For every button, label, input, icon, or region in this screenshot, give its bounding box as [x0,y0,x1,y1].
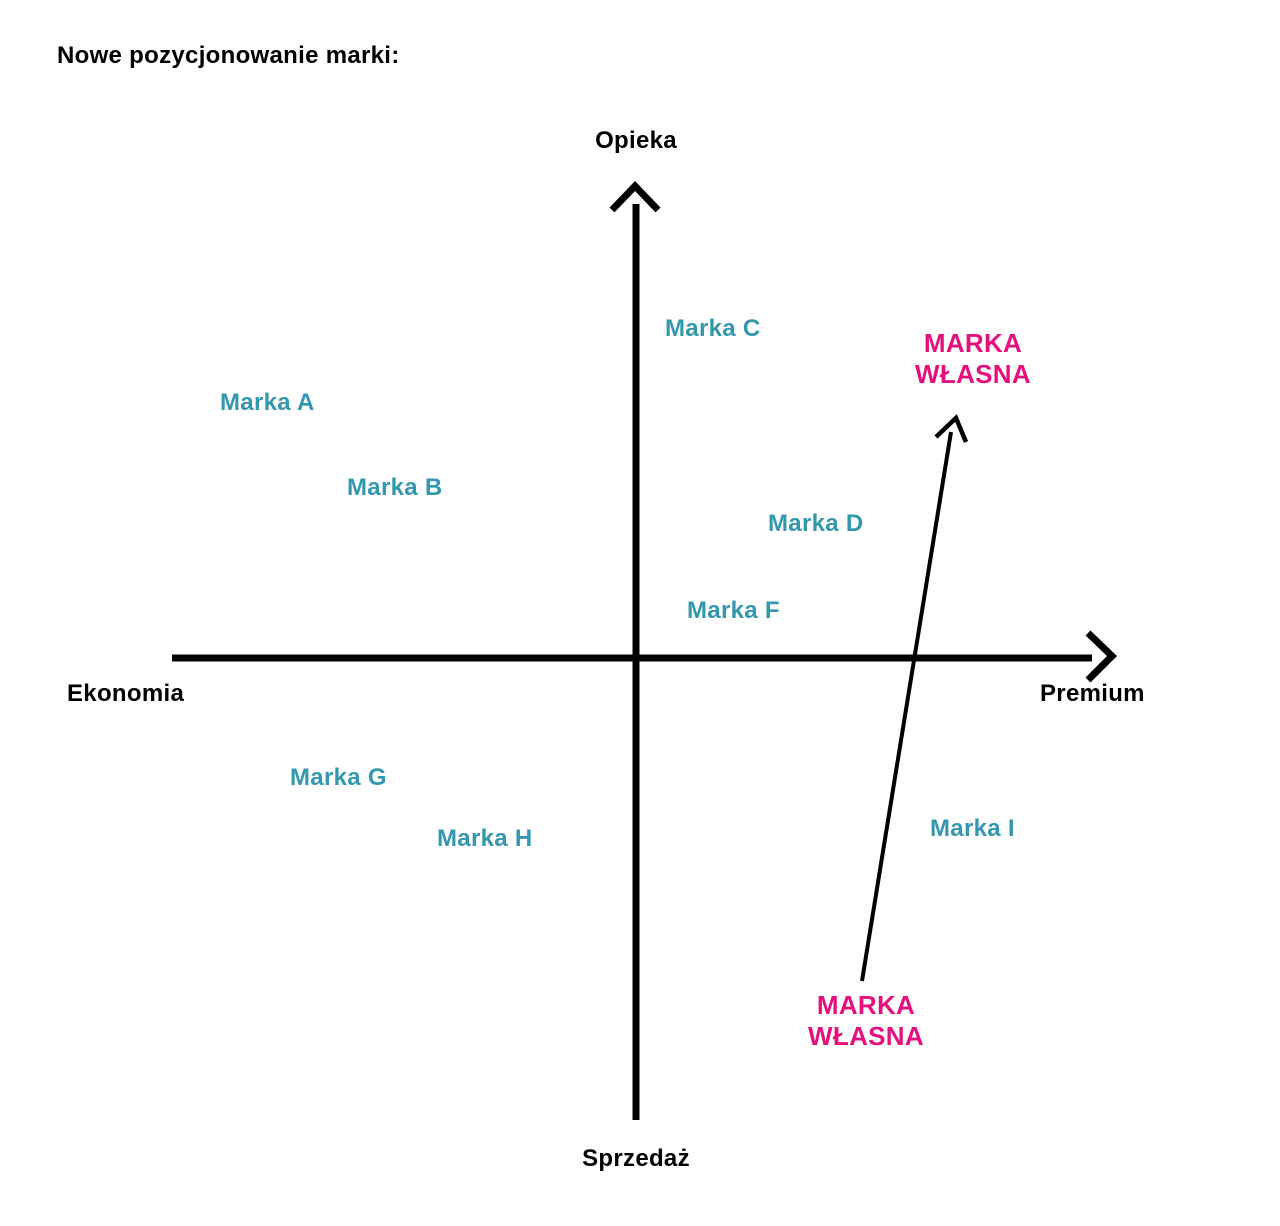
brand-label-marka-i: Marka I [930,815,1015,842]
brand-label-marka-g: Marka G [290,764,387,791]
repositioning-arrowhead-icon [934,414,969,443]
brand-label-marka-f: Marka F [687,597,780,624]
brand-label-marka-a: Marka A [220,389,315,416]
y-axis-arrowhead-icon [609,180,661,213]
page-title: Nowe pozycjonowanie marki: [57,42,400,69]
brand-label-marka-b: Marka B [347,474,443,501]
repositioning-arrow-line [860,431,953,982]
brand-label-marka-d: Marka D [768,510,864,537]
brand-label-marka-c: Marka C [665,315,761,342]
own-brand-target-label: MARKA WŁASNA [915,328,1031,389]
x-axis-arrowhead-icon [1085,630,1118,683]
y-axis-bottom-label: Sprzedaż [582,1145,690,1172]
x-axis-left-label: Ekonomia [67,680,185,707]
brand-label-marka-h: Marka H [437,825,533,852]
own-brand-current-label: MARKA WŁASNA [808,990,924,1051]
x-axis-right-label: Premium [1040,680,1145,707]
y-axis-top-label: Opieka [595,127,677,154]
